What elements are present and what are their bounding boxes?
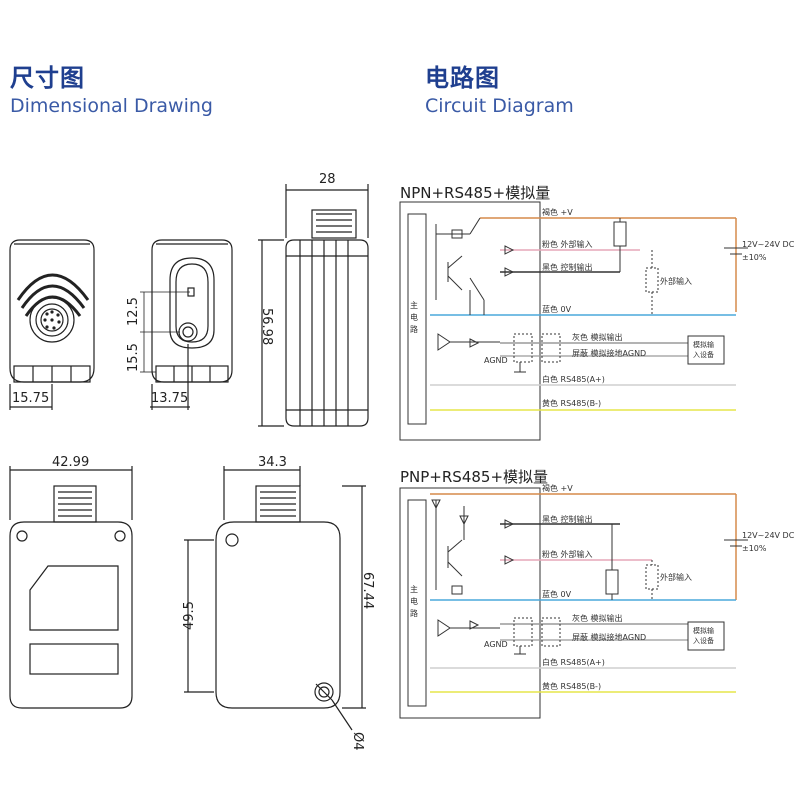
npn-wire-black: 黑色 控制输出: [542, 263, 593, 272]
npn-title: NPN+RS485+模拟量: [400, 184, 551, 202]
npn-power: 12V~24V DC: [742, 240, 795, 249]
circuit-title-en: Circuit Diagram: [425, 95, 574, 117]
dimensional-title-en: Dimensional Drawing: [10, 95, 213, 117]
pnp-power: 12V~24V DC: [742, 531, 795, 540]
npn-agnd: AGND: [484, 356, 508, 365]
pnp-wire-pink: 粉色 外部输入: [542, 550, 593, 559]
pnp-wire-gray: 灰色 模拟输出: [572, 614, 623, 623]
pnp-analog-device-1: 模拟输: [693, 627, 714, 635]
dim-top-width: 28: [319, 172, 336, 187]
pnp-main-circuit: 主电路: [410, 585, 418, 618]
pnp-wire-black: 黑色 控制输出: [542, 515, 593, 524]
side-view: [140, 239, 233, 410]
npn-wire-pink: 粉色 外部输入: [542, 240, 593, 249]
npn-wire-yellow: 黄色 RS485(B-): [542, 399, 602, 408]
npn-power-tol: ±10%: [742, 253, 767, 262]
pnp-analog-device-2: 入设备: [693, 637, 714, 645]
circuit-title-cn: 电路图: [425, 64, 500, 92]
pnp-wire-brown: 褐色 +V: [542, 484, 573, 493]
npn-wire-gray: 灰色 模拟输出: [572, 333, 623, 342]
npn-analog-device-1: 模拟输: [693, 341, 714, 349]
npn-wire-brown: 褐色 +V: [542, 208, 573, 217]
front-view: [9, 239, 95, 410]
dim-front-bottom: 15.75: [12, 391, 50, 406]
npn-circuit: [399, 201, 748, 441]
bottom-right-view: [184, 466, 366, 731]
pnp-wire-shield: 屏蔽 模拟接地AGND: [572, 633, 647, 642]
pnp-wire-yellow: 黄色 RS485(B-): [542, 682, 602, 691]
pnp-power-tol: ±10%: [742, 544, 767, 553]
npn-ext-input: 外部输入: [660, 277, 692, 286]
pnp-ext-input: 外部输入: [660, 573, 692, 582]
pnp-wire-white: 白色 RS485(A+): [542, 658, 605, 667]
npn-wire-shield: 屏蔽 模拟接地AGND: [572, 349, 647, 358]
dim-side-bottom: 13.75: [151, 391, 189, 406]
top-view: [258, 184, 369, 427]
dim-bl-width: 42.99: [52, 455, 90, 470]
pnp-wire-blue: 蓝色 0V: [542, 590, 572, 599]
pnp-circuit: [399, 487, 748, 719]
npn-wire-white: 白色 RS485(A+): [542, 375, 605, 384]
npn-wire-blue: 蓝色 0V: [542, 305, 572, 314]
dimensional-title-cn: 尺寸图: [10, 64, 85, 92]
npn-analog-device-2: 入设备: [693, 351, 714, 359]
npn-main-circuit: 主电路: [410, 301, 418, 334]
pnp-agnd: AGND: [484, 640, 508, 649]
pnp-title: PNP+RS485+模拟量: [400, 468, 549, 486]
bottom-left-view: [9, 466, 133, 709]
dim-br-width: 34.3: [258, 455, 287, 470]
